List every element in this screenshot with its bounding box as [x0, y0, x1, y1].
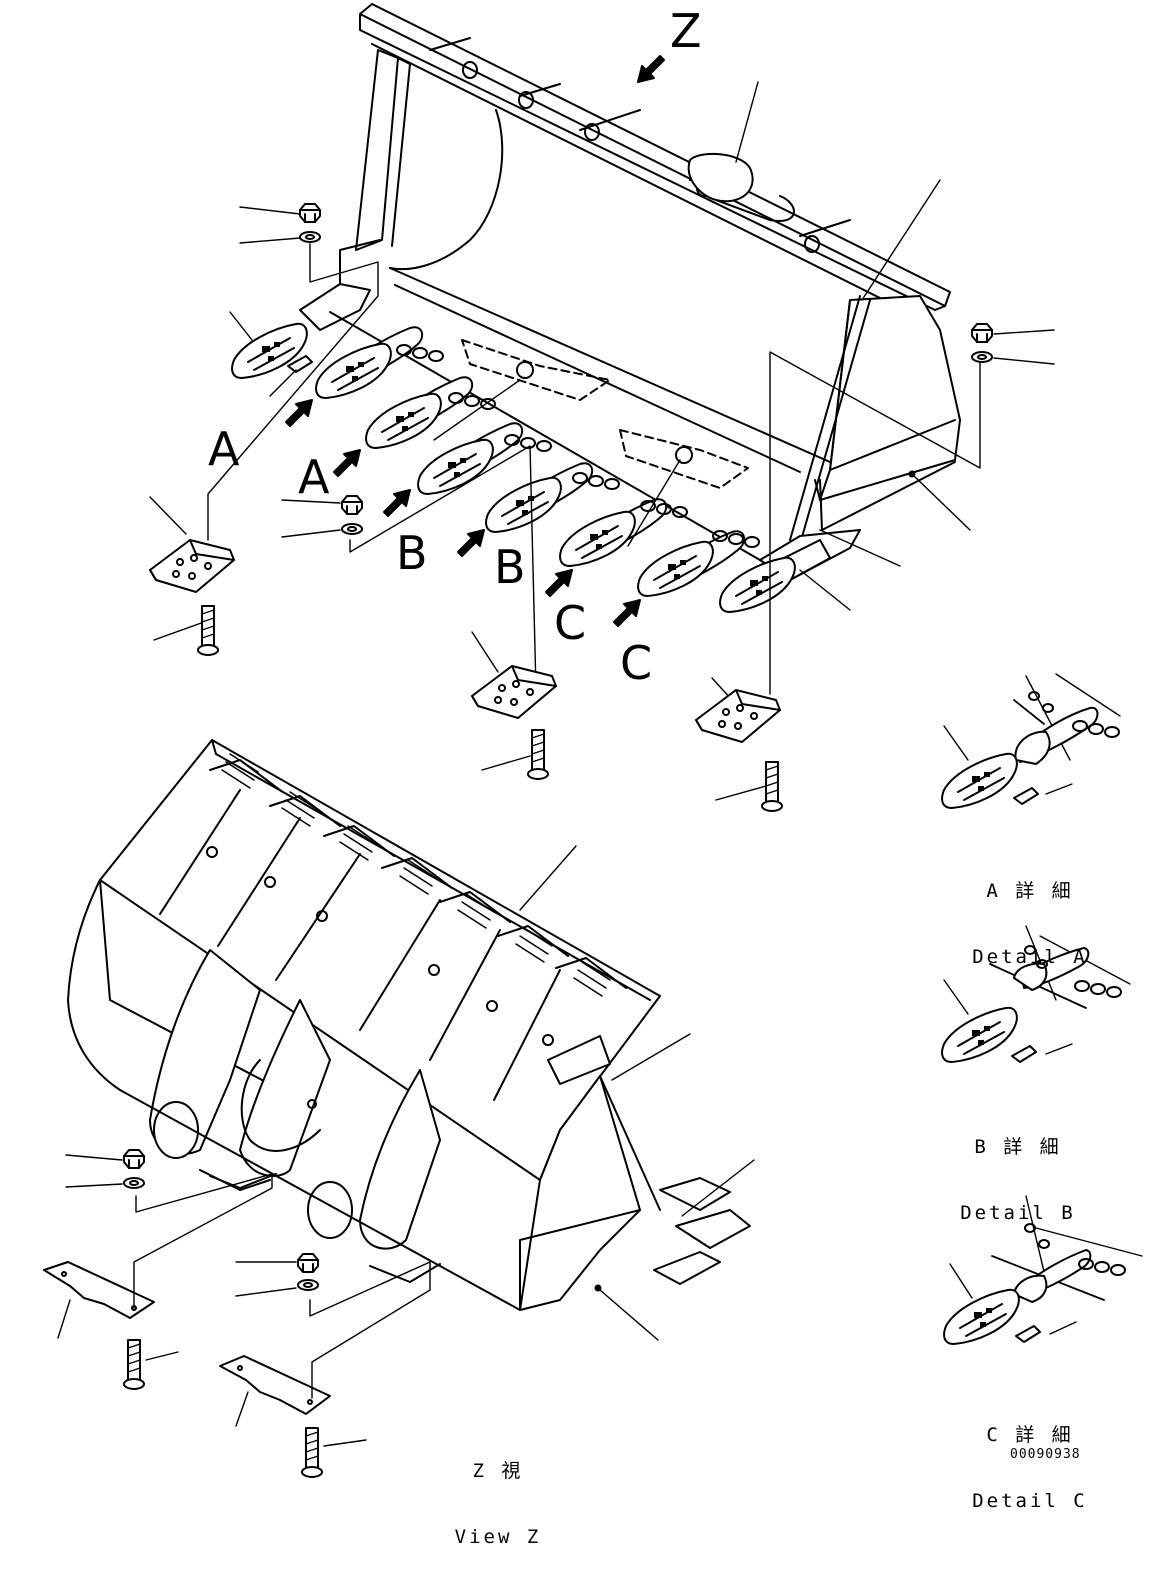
view-z-caption: Z 視 View Z: [428, 1416, 568, 1570]
callout-b-1: B: [396, 526, 428, 580]
callout-b-2: B: [494, 540, 526, 594]
callout-a-1: A: [208, 422, 240, 476]
washer: [123, 1177, 145, 1189]
front-bucket: [300, 4, 960, 580]
callout-a-2: A: [298, 450, 330, 504]
detail-b-caption: B 詳 細 Detail B: [948, 1092, 1088, 1246]
callout-c-2: C: [620, 636, 653, 690]
detail-a-en: Detail A: [972, 946, 1088, 968]
washer: [297, 1279, 319, 1291]
bolt: [301, 1427, 323, 1478]
detail-c-en: Detail C: [972, 1490, 1088, 1512]
nut: [299, 203, 321, 223]
detail-b-figure: [941, 926, 1130, 1063]
bolt: [527, 729, 549, 780]
detail-a-jp: A 詳 細: [986, 880, 1074, 902]
detail-a-figure: [941, 674, 1120, 809]
bolt: [123, 1339, 145, 1390]
detail-b-jp: B 詳 細: [974, 1136, 1062, 1158]
bolt: [761, 761, 783, 812]
nut: [341, 495, 363, 515]
washer: [971, 351, 993, 363]
wear-plate: [44, 1262, 154, 1318]
detail-a-caption: A 詳 細 Detail A: [960, 836, 1100, 990]
nut: [971, 323, 993, 343]
detail-c-figure: [943, 1196, 1142, 1345]
nut: [123, 1149, 145, 1169]
wear-plate: [220, 1356, 330, 1414]
parts-diagram: [0, 0, 1153, 1478]
drawing-number: 00090938: [1010, 1447, 1081, 1462]
bolt: [197, 605, 219, 656]
detail-c-jp: C 詳 細: [986, 1424, 1074, 1446]
shroud: [695, 689, 781, 743]
leader-lines-view-z: [58, 846, 754, 1446]
washer: [341, 523, 363, 535]
view-z-jp: Z 視: [472, 1460, 524, 1482]
view-z-en: View Z: [454, 1526, 542, 1548]
nut: [297, 1253, 319, 1273]
rear-bucket: [68, 740, 750, 1310]
washer: [299, 231, 321, 243]
view-letter-z: Z: [670, 4, 702, 58]
detail-b-en: Detail B: [960, 1202, 1076, 1224]
shroud: [149, 539, 235, 593]
leader-lines-top: [150, 82, 1054, 800]
callout-c-1: C: [554, 596, 587, 650]
shroud: [471, 665, 557, 719]
